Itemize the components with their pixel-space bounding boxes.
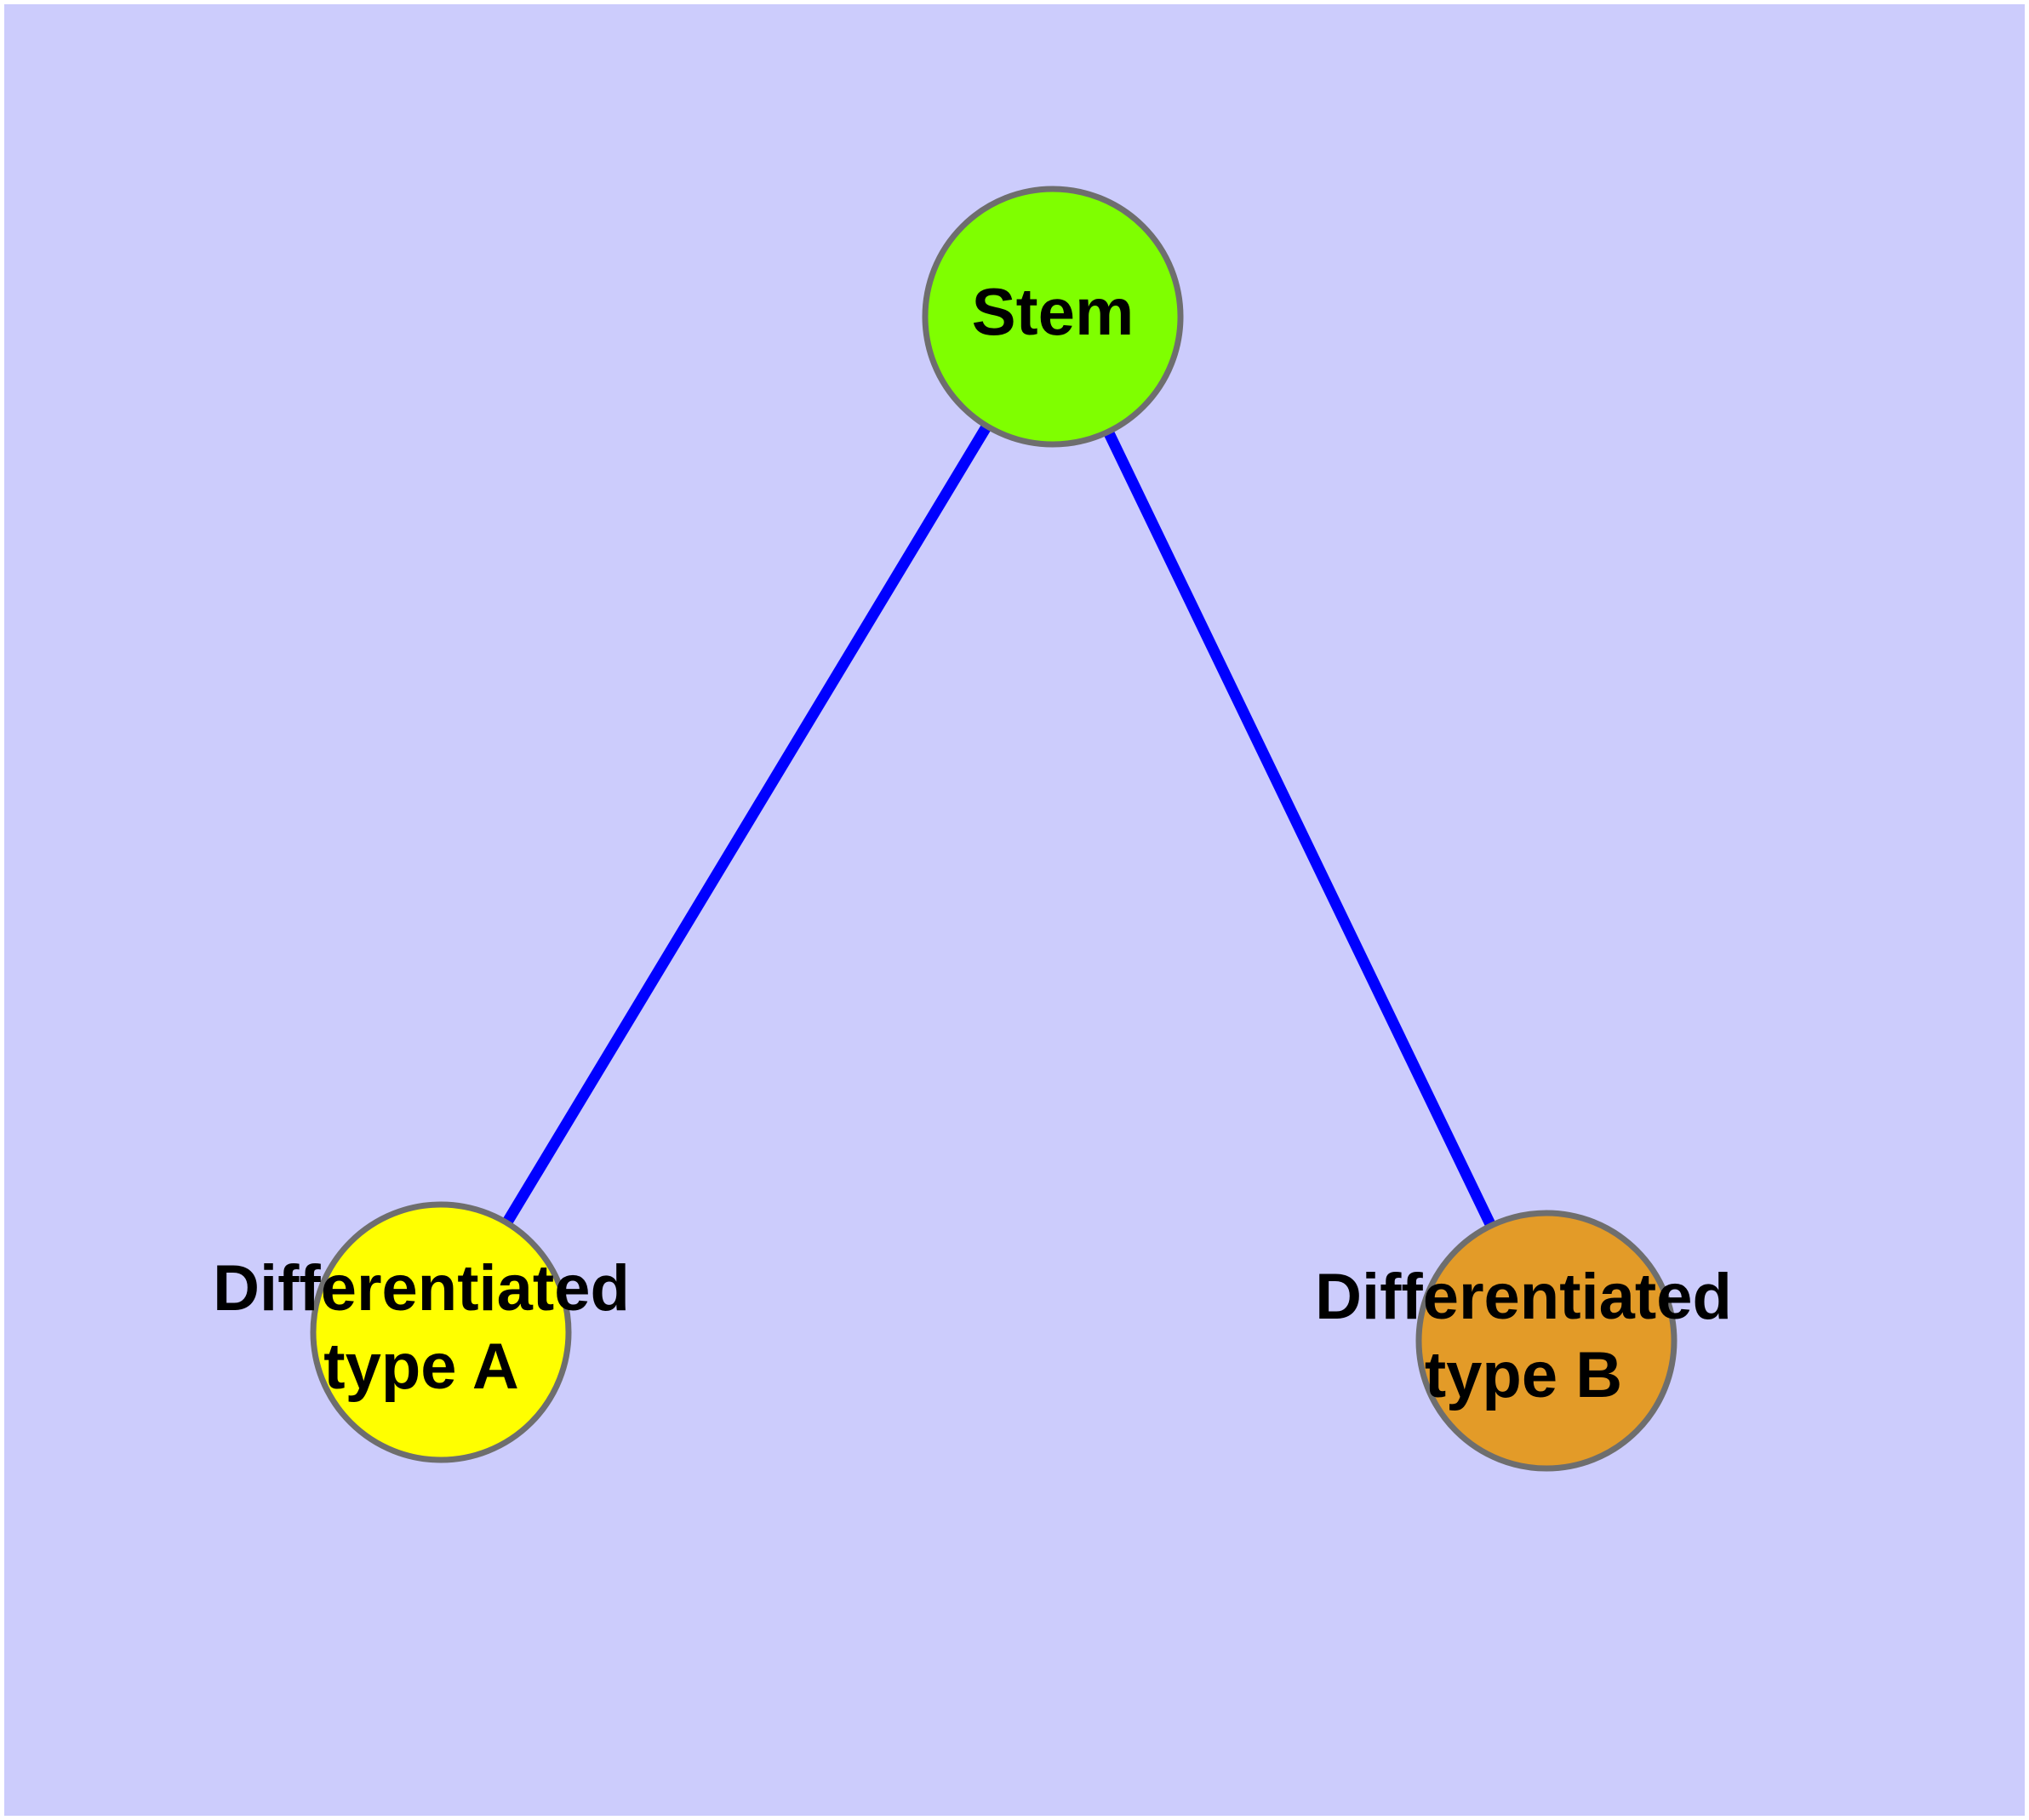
graph-node-label-line: Differentiated bbox=[1315, 1261, 1732, 1333]
edges-layer bbox=[436, 313, 1552, 1343]
graph-node-stem[interactable] bbox=[922, 186, 1184, 448]
graph-node-label-line: Differentiated bbox=[213, 1252, 630, 1325]
graph-node-diff_a[interactable] bbox=[310, 1201, 572, 1463]
graph-edge-stem-to-diff_b[interactable] bbox=[1048, 314, 1552, 1343]
graph-node-label-line: type B bbox=[1425, 1339, 1622, 1411]
graph-node-diff_b[interactable] bbox=[1415, 1210, 1677, 1472]
graph-node-label-line: type A bbox=[323, 1331, 518, 1403]
graph-node-label-line: Stem bbox=[972, 274, 1135, 349]
nodes-layer bbox=[310, 186, 1677, 1472]
graph-edge-stem-to-diff_a[interactable] bbox=[436, 313, 1058, 1336]
graph-node-label-stem: Stem bbox=[972, 274, 1135, 349]
